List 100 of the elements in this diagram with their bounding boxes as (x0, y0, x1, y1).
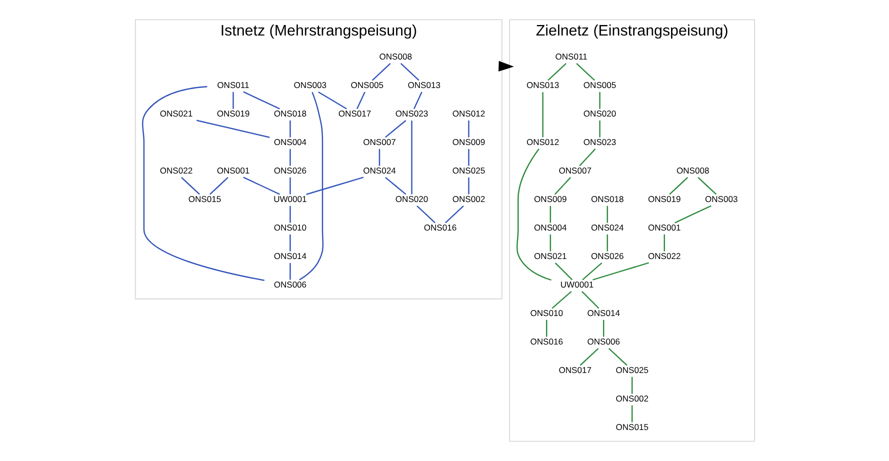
node-text: ONS003 (293, 80, 326, 90)
connector (242, 176, 280, 195)
connector (663, 234, 664, 252)
connector (592, 262, 648, 280)
connector (598, 92, 600, 109)
connector (384, 120, 406, 138)
node-text: ONS002 (452, 194, 485, 204)
connector (318, 91, 346, 110)
connector (598, 120, 600, 138)
node-text: ONS006 (273, 280, 306, 290)
connector (289, 177, 290, 194)
node-text: ONS022 (159, 166, 192, 176)
connector (400, 63, 419, 81)
node-text: ONS001 (216, 166, 250, 176)
node-text: UW0001 (560, 280, 594, 290)
node-text: ONS023 (394, 108, 428, 119)
connector (630, 405, 632, 422)
connector (549, 234, 551, 252)
connector (606, 234, 608, 252)
node-text: ONS016 (423, 222, 456, 233)
node-text: ONS025 (615, 365, 648, 376)
connector (289, 148, 290, 166)
connector (242, 91, 280, 110)
connector (412, 92, 422, 110)
node-text: ONS004 (534, 222, 566, 233)
node-text: ONS017 (338, 108, 371, 119)
connector (546, 320, 547, 337)
connector (516, 148, 551, 281)
node-text: ONS015 (188, 194, 221, 204)
node-text: ONS012 (452, 108, 485, 119)
node-text: ONS026 (273, 166, 306, 176)
node-text: ONS012 (526, 137, 559, 148)
connector (630, 376, 632, 394)
node-text: ONS010 (530, 308, 562, 318)
node-text: ONS013 (526, 80, 559, 90)
node-text: ONS006 (586, 336, 620, 347)
node-text: ONS013 (407, 80, 440, 90)
connector (576, 63, 595, 81)
connector (298, 92, 324, 280)
node-text: ONS005 (582, 80, 616, 90)
connector (306, 176, 364, 195)
connector (468, 148, 469, 166)
connector (289, 120, 290, 138)
connector (542, 92, 543, 138)
connector (608, 348, 627, 366)
node-text: ONS021 (159, 108, 192, 119)
node-text: ONS018 (273, 108, 306, 119)
connector (378, 148, 380, 166)
connector (602, 320, 604, 337)
connector (141, 86, 264, 281)
connector (468, 177, 469, 194)
node-text: ONS014 (273, 251, 306, 262)
connector (371, 63, 390, 81)
node-text: ONS017 (558, 365, 591, 376)
connector (416, 205, 435, 224)
connector (580, 290, 599, 309)
connector (289, 206, 290, 223)
node-text: ONS019 (648, 194, 680, 204)
connector (232, 92, 234, 109)
node-text: ONS016 (530, 336, 562, 347)
connector (674, 205, 711, 224)
connector (356, 92, 365, 110)
node-text: ONS011 (216, 80, 249, 90)
node-text: ONS020 (582, 108, 616, 119)
node-text: ONS022 (648, 251, 680, 262)
connector (549, 206, 551, 223)
connector (551, 290, 572, 309)
connector (547, 63, 566, 81)
node-text: ONS015 (615, 422, 648, 432)
node-text: ONS025 (452, 166, 485, 176)
node-text: UW0001 (273, 194, 306, 204)
node-text: ONS001 (648, 222, 680, 233)
node-text: ONS024 (590, 222, 624, 233)
node-text: ONS005 (350, 80, 383, 90)
connector (180, 177, 200, 195)
connector (578, 148, 596, 166)
connector (410, 120, 412, 194)
connector (697, 177, 716, 195)
node-text: ONS026 (590, 251, 624, 262)
node-text: ONS009 (452, 137, 485, 148)
node-text: ONS008 (676, 166, 709, 176)
connector (468, 120, 469, 138)
node-text: ONS004 (273, 137, 306, 148)
node-text: ONS002 (615, 394, 648, 404)
arrow (498, 60, 514, 72)
connector (554, 177, 571, 195)
node-text: ONS007 (362, 137, 396, 148)
node-text: ONS011 (554, 52, 587, 62)
connector (668, 177, 688, 195)
connector (582, 262, 602, 280)
node-text: ONS010 (273, 222, 306, 233)
node-text: ONS009 (534, 194, 566, 204)
connector (289, 234, 290, 252)
connector (384, 176, 406, 195)
node-text: ONS014 (586, 308, 620, 318)
node-text: ONS020 (394, 194, 428, 204)
node-text: ONS003 (704, 194, 738, 204)
node-text: ONS018 (590, 194, 624, 204)
connector (289, 262, 290, 280)
node-text: ONS023 (582, 137, 616, 148)
